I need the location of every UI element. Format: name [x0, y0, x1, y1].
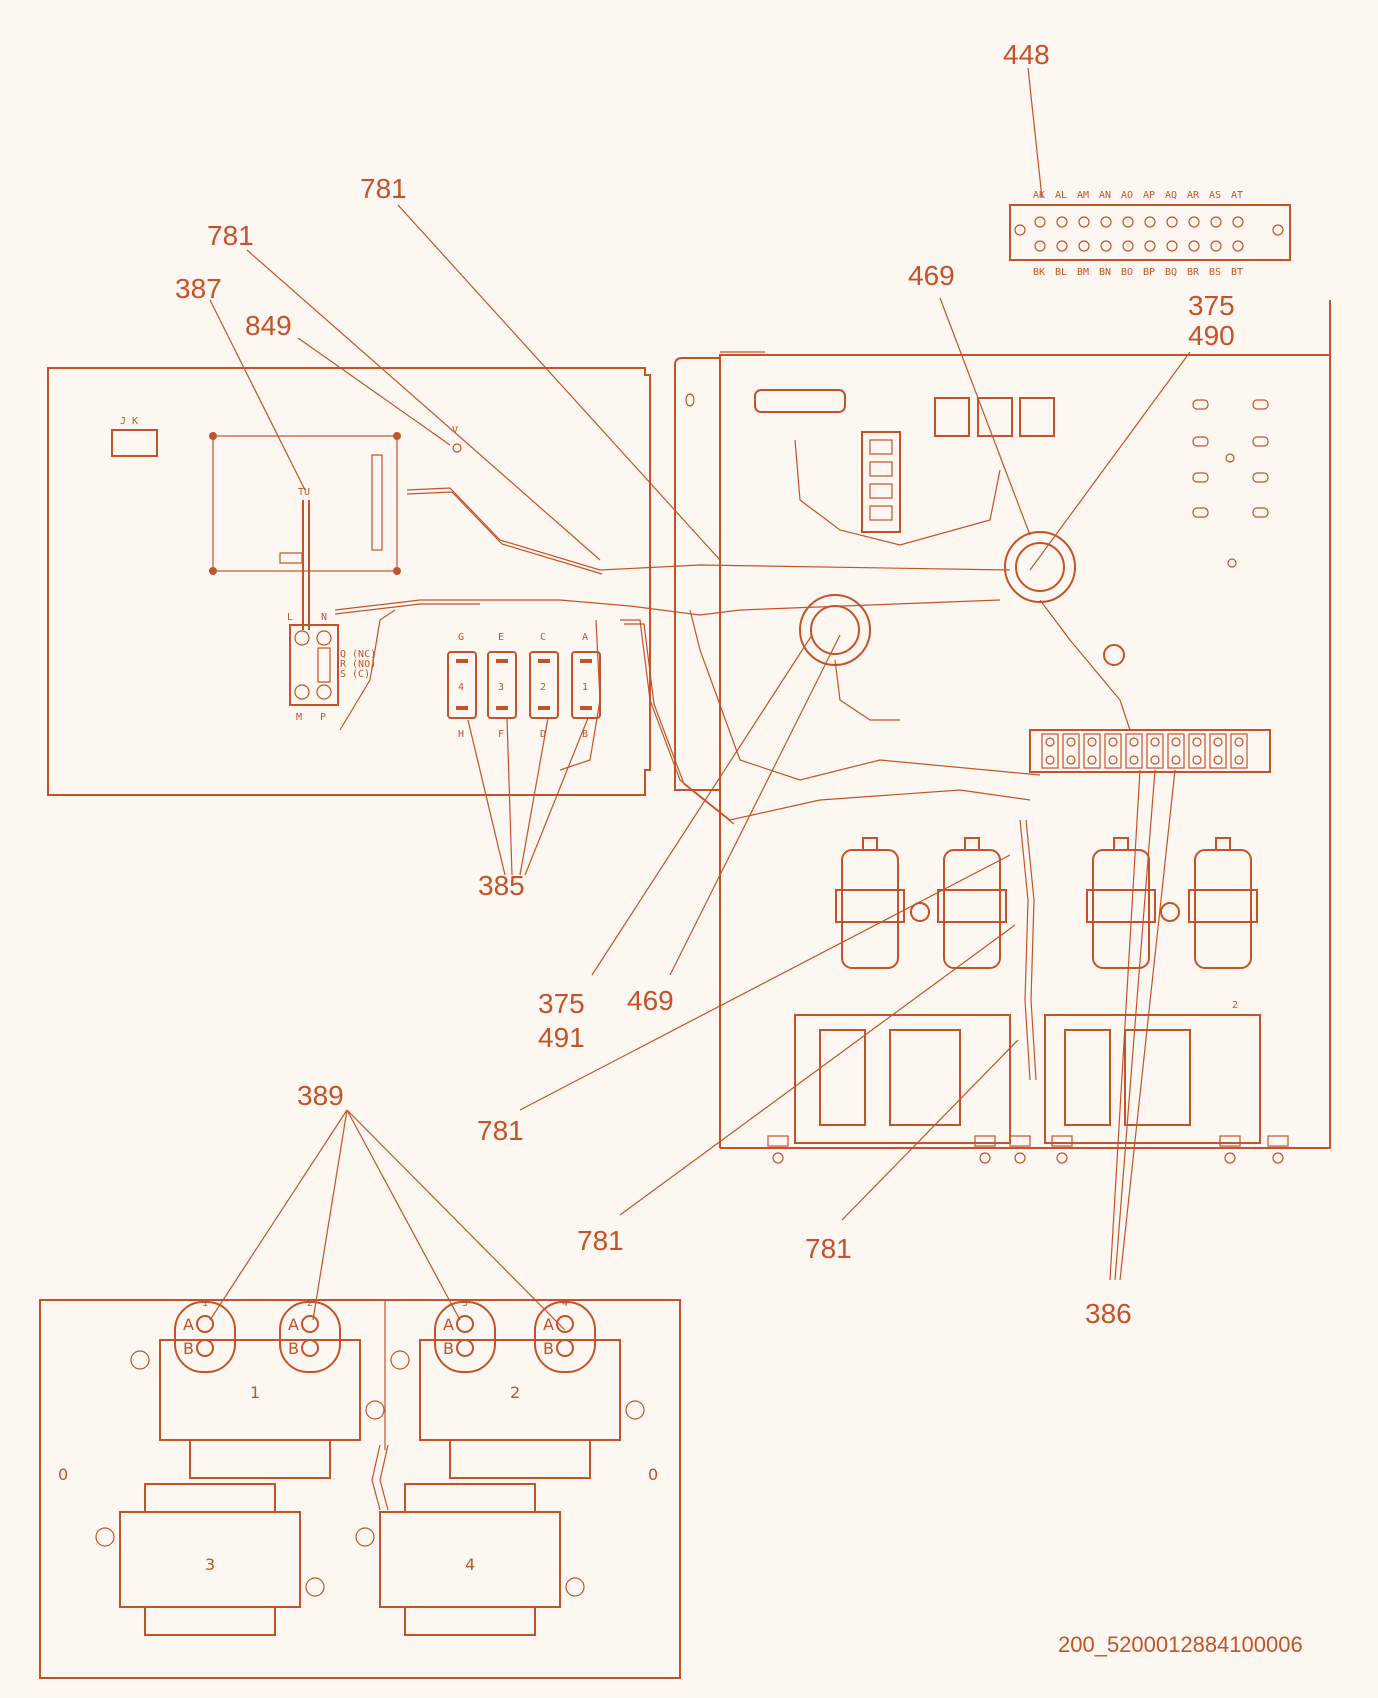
- drawing-code: 200_5200012884100006: [1058, 1632, 1303, 1657]
- right-cabinet: 2: [674, 300, 1331, 1164]
- callout-387: 387: [175, 273, 222, 304]
- terminal-top-label: AO: [1121, 190, 1133, 201]
- fuse-top-letter: C: [540, 632, 546, 643]
- n-label: N: [321, 612, 327, 623]
- transformer-label: 1: [250, 1383, 260, 1402]
- fuse-bottom-letter: D: [540, 729, 546, 740]
- coil-b-label: B: [288, 1339, 299, 1358]
- terminal-top-label: AL: [1055, 190, 1067, 201]
- callout-490: 490: [1188, 320, 1235, 351]
- terminal-top-label: AT: [1231, 190, 1243, 201]
- zero-right: 0: [648, 1465, 658, 1484]
- fuse-bottom-letter: B: [582, 729, 588, 740]
- callout-781-middle: 781: [577, 1225, 624, 1256]
- terminal-top-label: AN: [1099, 190, 1111, 201]
- transformer-label: 3: [205, 1555, 215, 1574]
- callout-385: 385: [478, 870, 525, 901]
- r-label: R (NO): [340, 659, 376, 670]
- left-panel: J K V TU L N M P Q (NC) R (NO) S (C) G 4H…: [47, 367, 1041, 825]
- coil-number: 3: [462, 1298, 468, 1309]
- fuse-top-letter: A: [582, 632, 588, 643]
- terminal-bottom-label: BK: [1033, 267, 1045, 278]
- coil-number: 2: [307, 1298, 313, 1309]
- callout-849: 849: [245, 310, 292, 341]
- callout-781-left: 781: [477, 1115, 524, 1146]
- p-label: P: [320, 712, 326, 723]
- terminal-bottom-label: BT: [1231, 267, 1243, 278]
- terminal-top-label: AM: [1077, 190, 1089, 201]
- callout-781-top: 781: [360, 173, 407, 204]
- fuse-number: 1: [582, 682, 588, 693]
- coil-number: 4: [562, 1298, 568, 1309]
- callout-469-top: 469: [908, 260, 955, 291]
- coil-b-label: B: [543, 1339, 554, 1358]
- terminal-top-label: AQ: [1165, 190, 1177, 201]
- coil-a-label: A: [288, 1315, 299, 1334]
- coil-b-label: B: [183, 1339, 194, 1358]
- coil-a-label: A: [443, 1315, 454, 1334]
- terminal-bottom-label: BM: [1077, 267, 1089, 278]
- transformer-label: 2: [510, 1383, 520, 1402]
- tu-label: TU: [298, 487, 310, 498]
- terminal-top-label: AR: [1187, 190, 1200, 201]
- callout-389: 389: [297, 1080, 344, 1111]
- s-label: S (C): [340, 669, 370, 680]
- callout-781-right: 781: [805, 1233, 852, 1264]
- terminal-bottom-label: BS: [1209, 267, 1221, 278]
- coil-b-label: B: [443, 1339, 454, 1358]
- terminal-bottom-label: BO: [1121, 267, 1133, 278]
- terminal-strip-448: AK BK AL BL AM BM AN BN AO BO AP BP AQ BQ AR BR AS BS AT BT: [1009, 190, 1291, 278]
- fuse-bottom-letter: H: [458, 729, 464, 740]
- callout-491: 491: [538, 1022, 585, 1053]
- fuse-bottom-letter: F: [498, 729, 504, 740]
- callout-469-bottom: 469: [627, 985, 674, 1016]
- callout-386: 386: [1085, 1298, 1132, 1329]
- terminal-bottom-label: BL: [1055, 267, 1067, 278]
- terminal-bottom-label: BN: [1099, 267, 1111, 278]
- terminal-bottom-label: BR: [1187, 267, 1200, 278]
- terminal-top-label: AP: [1143, 190, 1155, 201]
- marker-2: 2: [1232, 1000, 1238, 1011]
- v-label: V: [452, 425, 458, 436]
- fuse-number: 3: [498, 682, 504, 693]
- transformer-label: 4: [465, 1555, 475, 1574]
- callout-375-top: 375: [1188, 290, 1235, 321]
- v-terminal: [452, 443, 462, 453]
- callout-781-second: 781: [207, 220, 254, 251]
- terminal-bottom-label: BQ: [1165, 267, 1177, 278]
- fuse-top-letter: E: [498, 632, 504, 643]
- m-label: M: [296, 712, 302, 723]
- fuse-number: 4: [458, 682, 464, 693]
- q-label: Q (NC): [340, 649, 376, 660]
- fuse-top-letter: G: [458, 632, 464, 643]
- terminal-top-label: AK: [1033, 190, 1045, 201]
- callout-375-bottom: 375: [538, 988, 585, 1019]
- zero-left: 0: [58, 1465, 68, 1484]
- jk-label: J K: [120, 416, 138, 427]
- callout-448: 448: [1003, 39, 1050, 70]
- terminal-top-label: AS: [1209, 190, 1221, 201]
- fuse-number: 2: [540, 682, 546, 693]
- coil-number: 1: [202, 1298, 208, 1309]
- coil-a-label: A: [183, 1315, 194, 1334]
- terminal-bottom-label: BP: [1143, 267, 1155, 278]
- callout-labels: 448 781 781 387 849 469 375 490 385 375 …: [175, 39, 1303, 1657]
- coil-a-label: A: [543, 1315, 554, 1334]
- leader-lines: [209, 67, 1191, 1331]
- l-label: L: [287, 612, 293, 623]
